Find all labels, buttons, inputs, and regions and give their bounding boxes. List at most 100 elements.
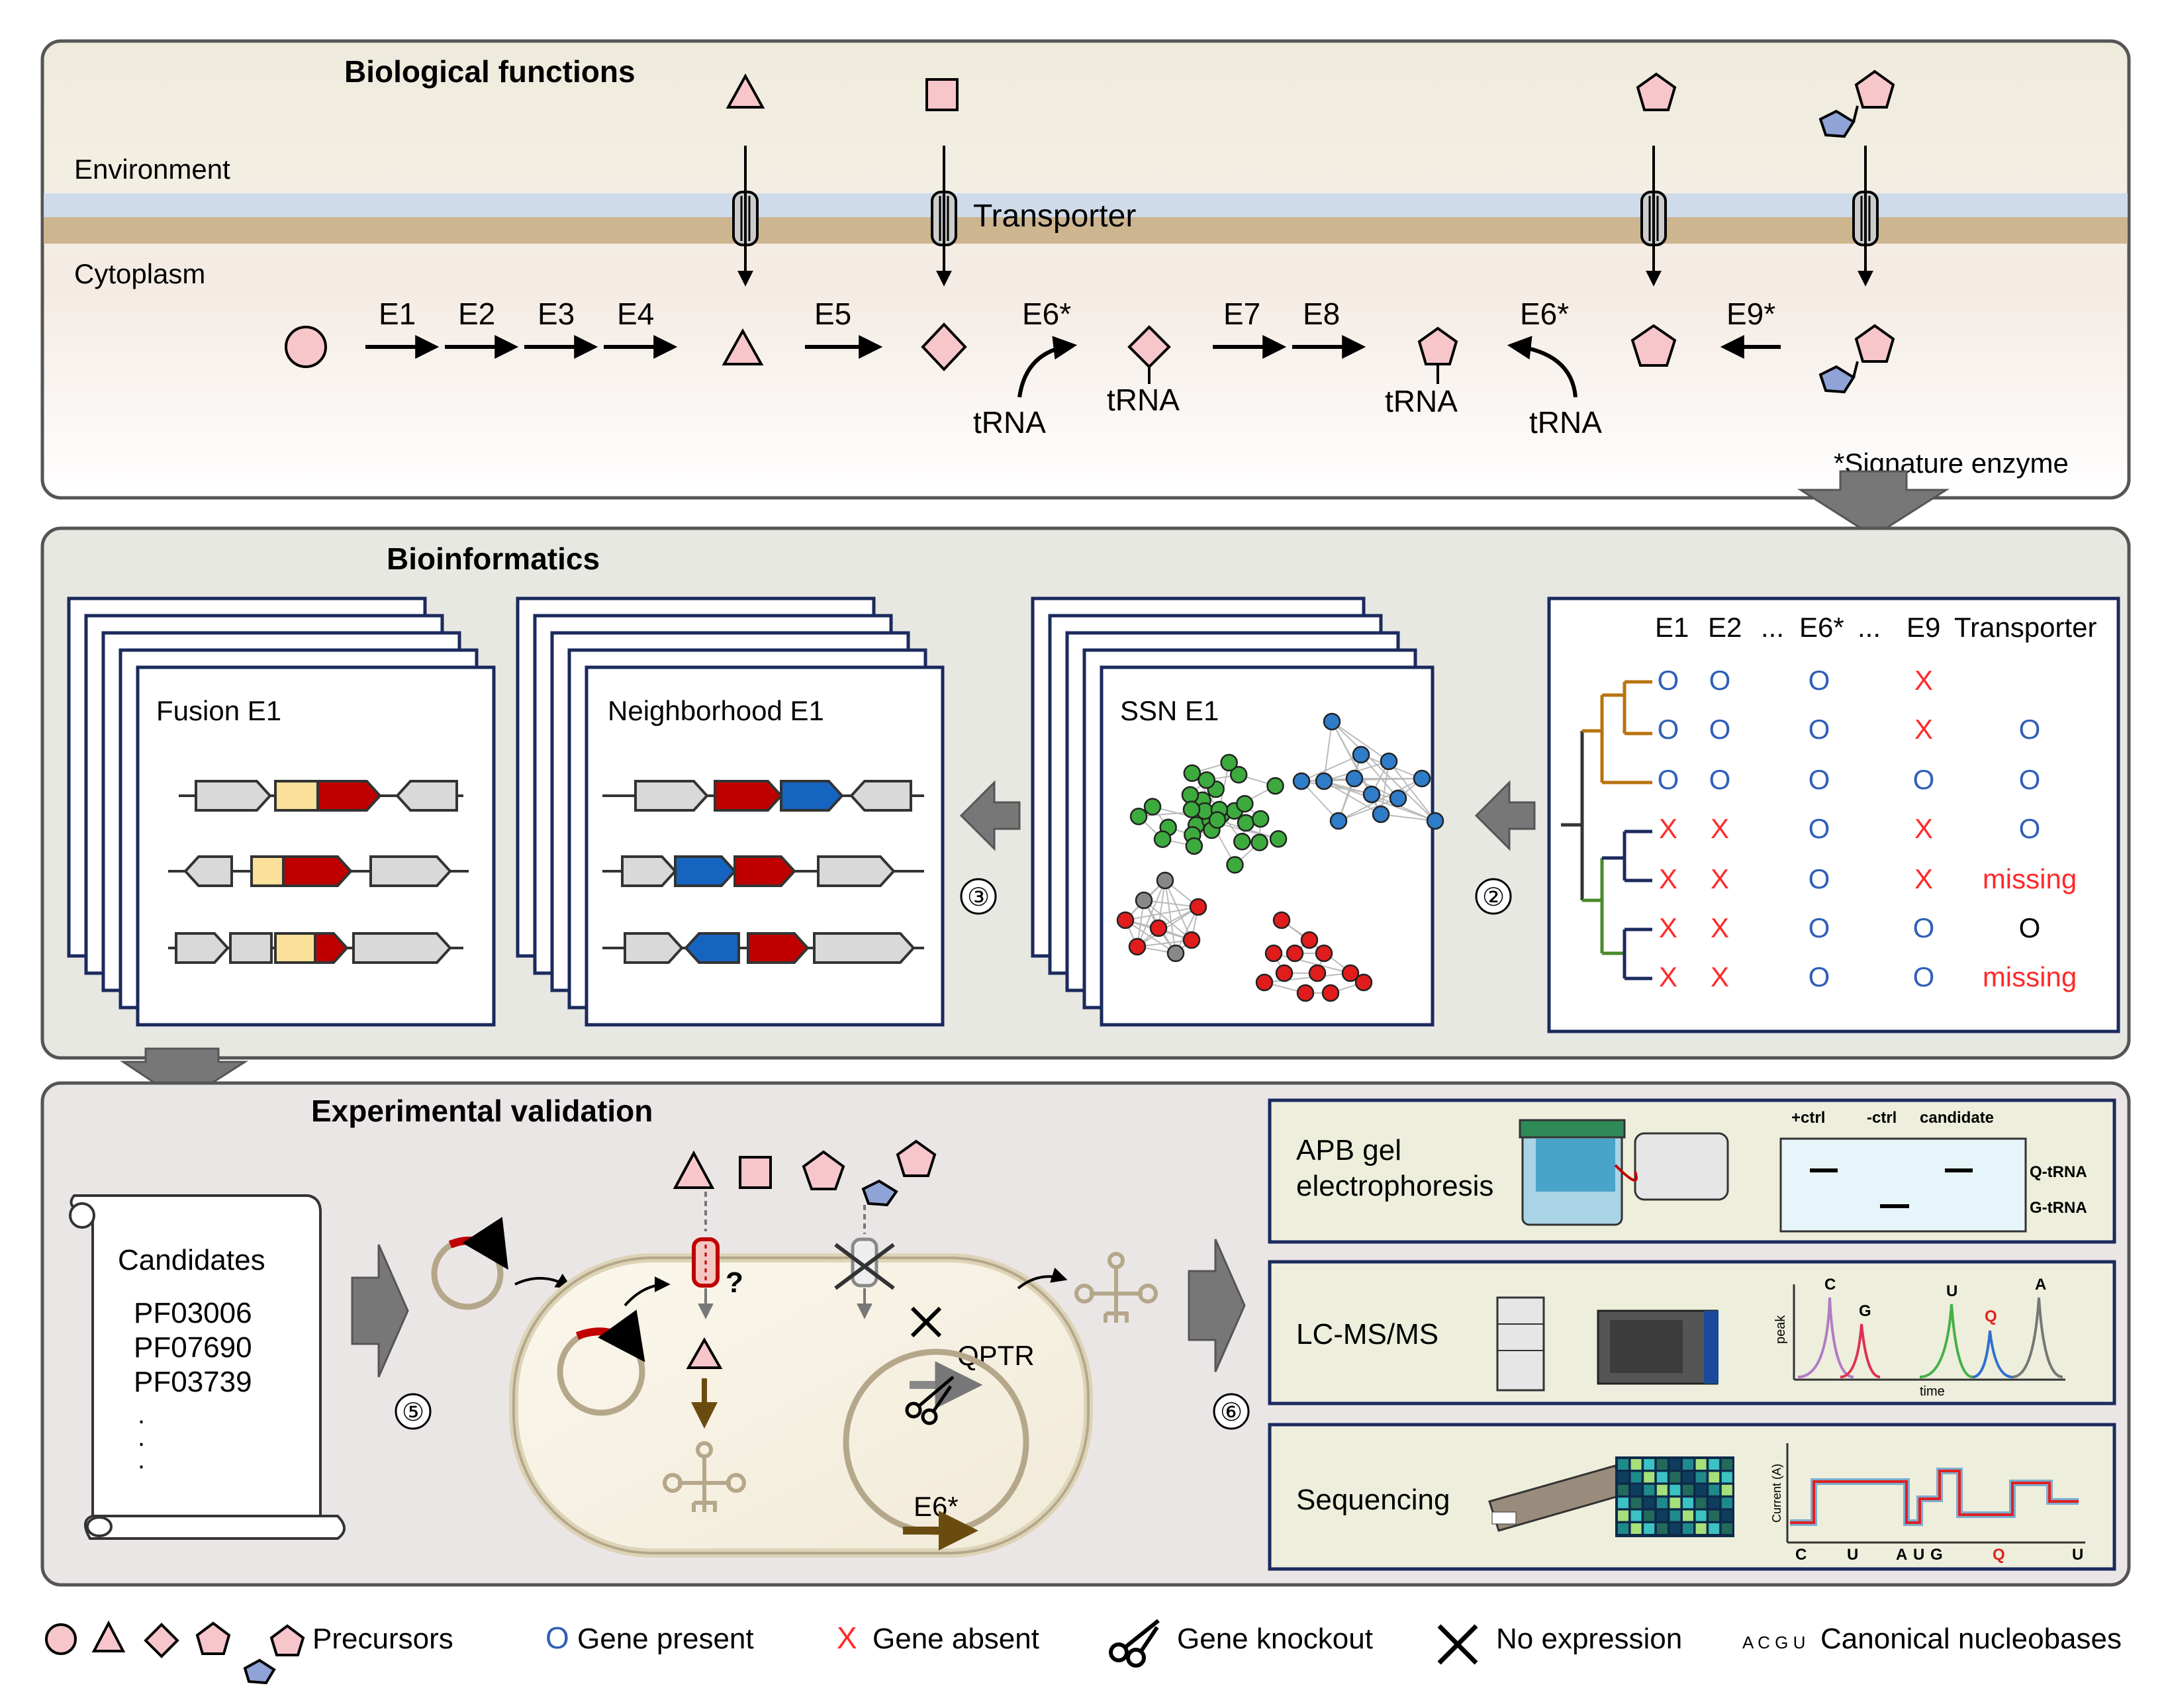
legend-knockout: Gene knockout (1177, 1623, 1373, 1655)
presence-table-box (1547, 596, 2120, 1033)
qptr-no-expression-icon (910, 1306, 942, 1338)
heatmap-cell (1644, 1497, 1655, 1509)
ssn-node (1255, 973, 1274, 992)
table-cell: O (1658, 764, 1679, 795)
ssn-node (1315, 944, 1333, 963)
heatmap-cell (1630, 1497, 1642, 1509)
legend-bases-symbol: A C G U (1742, 1633, 1805, 1652)
heatmap-cell (1721, 1510, 1732, 1521)
legend-gene-present: Gene present (577, 1623, 754, 1655)
svg-text:peak: peak (1773, 1315, 1788, 1344)
heatmap-cell (1683, 1472, 1693, 1483)
svg-text:E8: E8 (1303, 297, 1340, 331)
ssn-node (1272, 911, 1291, 929)
heatmap-cell (1618, 1523, 1628, 1534)
heatmap-cell (1630, 1459, 1642, 1470)
heatmap-cell (1670, 1459, 1681, 1470)
table-cell: O (2019, 813, 2041, 844)
svg-text:Q: Q (1993, 1546, 2005, 1564)
method-gel-line1: APB gel (1296, 1134, 1401, 1166)
heatmap-cell (1695, 1497, 1707, 1509)
heatmap-cell (1721, 1523, 1732, 1534)
svg-text:E9: E9 (1907, 612, 1940, 643)
svg-text:...: ... (1761, 612, 1784, 643)
svg-text:E2: E2 (1708, 612, 1742, 643)
ssn-node (1266, 777, 1284, 795)
diamond-intermediate (921, 322, 967, 371)
ssn-node (1129, 808, 1148, 826)
heatmap-cell (1670, 1510, 1681, 1521)
candidates-scroll (69, 1194, 346, 1540)
method-lc: LC-MS/MS (1296, 1318, 1438, 1351)
ssn-network (1116, 712, 1444, 1002)
fusion-panel-title: Fusion E1 (156, 695, 281, 726)
step-3-label: ③ (967, 884, 990, 912)
svg-text:time: time (1920, 1384, 1945, 1399)
trna-label-1: tRNA (973, 405, 1046, 440)
legend-scissors-icon (1109, 1619, 1160, 1668)
ssn-node (1149, 919, 1168, 937)
heatmap-cell (1695, 1472, 1707, 1483)
legend-gene-present-symbol: O (545, 1621, 569, 1655)
heatmap-cell (1721, 1497, 1732, 1509)
heatmap-cell (1683, 1459, 1693, 1470)
svg-text:G-tRNA: G-tRNA (2030, 1199, 2087, 1217)
trna-label-2: tRNA (1107, 383, 1180, 417)
trna-curve-arrow-2 (1507, 336, 1577, 398)
step-6-label: ⑥ (1220, 1399, 1243, 1427)
svg-text:E3: E3 (538, 297, 575, 331)
table-cell: O (1809, 764, 1830, 795)
heatmap-cell (1630, 1472, 1642, 1483)
method-gel-line2: electrophoresis (1296, 1170, 1493, 1202)
ssn-node (1236, 794, 1254, 813)
chromatogram: C G U Q A peak time (1773, 1276, 2065, 1399)
ssn-node (1198, 771, 1215, 789)
ssn-node (1182, 931, 1201, 949)
ssn-node (1341, 964, 1360, 982)
svg-text:A: A (1896, 1546, 1907, 1564)
svg-text:E6*: E6* (1520, 297, 1569, 331)
ssn-node (1362, 785, 1381, 804)
heatmap-cell (1709, 1523, 1720, 1534)
candidates-title: Candidates (118, 1244, 265, 1276)
table-cell: O (1709, 714, 1731, 745)
svg-text:E6*: E6* (1022, 297, 1071, 331)
heatmap-cell (1709, 1484, 1720, 1495)
ssn-node (1251, 810, 1270, 828)
ssn-node (1345, 769, 1364, 788)
heatmap-cell (1683, 1510, 1693, 1521)
ssn-node (1264, 944, 1283, 963)
ssn-node (1315, 772, 1333, 790)
candidate-2: PF07690 (134, 1331, 252, 1364)
heatmap-cell (1670, 1484, 1681, 1495)
ssn-node (1389, 789, 1407, 808)
svg-text:E1: E1 (379, 297, 416, 331)
svg-text:E7: E7 (1223, 297, 1260, 331)
heatmap-cell (1656, 1497, 1668, 1509)
panel-title-biological: Biological functions (344, 54, 636, 89)
heatmap-cell (1695, 1484, 1707, 1495)
ssn-node (1352, 745, 1370, 764)
neighborhood-stack (516, 596, 945, 1027)
heatmap-cell (1709, 1497, 1720, 1509)
method-seq: Sequencing (1296, 1484, 1450, 1516)
heatmap-cell (1618, 1510, 1628, 1521)
heatmap-cell (1709, 1510, 1720, 1521)
heatmap-cell (1683, 1484, 1693, 1495)
square-precursor-out (925, 78, 959, 111)
table-cell: O (1809, 813, 1830, 844)
svg-text:E5: E5 (814, 297, 851, 331)
table-cell: O (1709, 764, 1731, 795)
svg-text:U: U (1913, 1546, 1924, 1564)
heatmap-cell (1709, 1459, 1720, 1470)
neighborhood-panel-title: Neighborhood E1 (608, 695, 824, 726)
transporter-label: Transporter (973, 199, 1136, 234)
svg-text:U: U (2072, 1546, 2083, 1564)
trna-label-4: tRNA (1529, 405, 1602, 440)
dot-2: . (138, 1423, 145, 1452)
legend-bases: Canonical nucleobases (1820, 1623, 2122, 1655)
ssn-node (1229, 765, 1248, 784)
ssn-node (1269, 830, 1288, 848)
heatmap-cell (1630, 1510, 1642, 1521)
